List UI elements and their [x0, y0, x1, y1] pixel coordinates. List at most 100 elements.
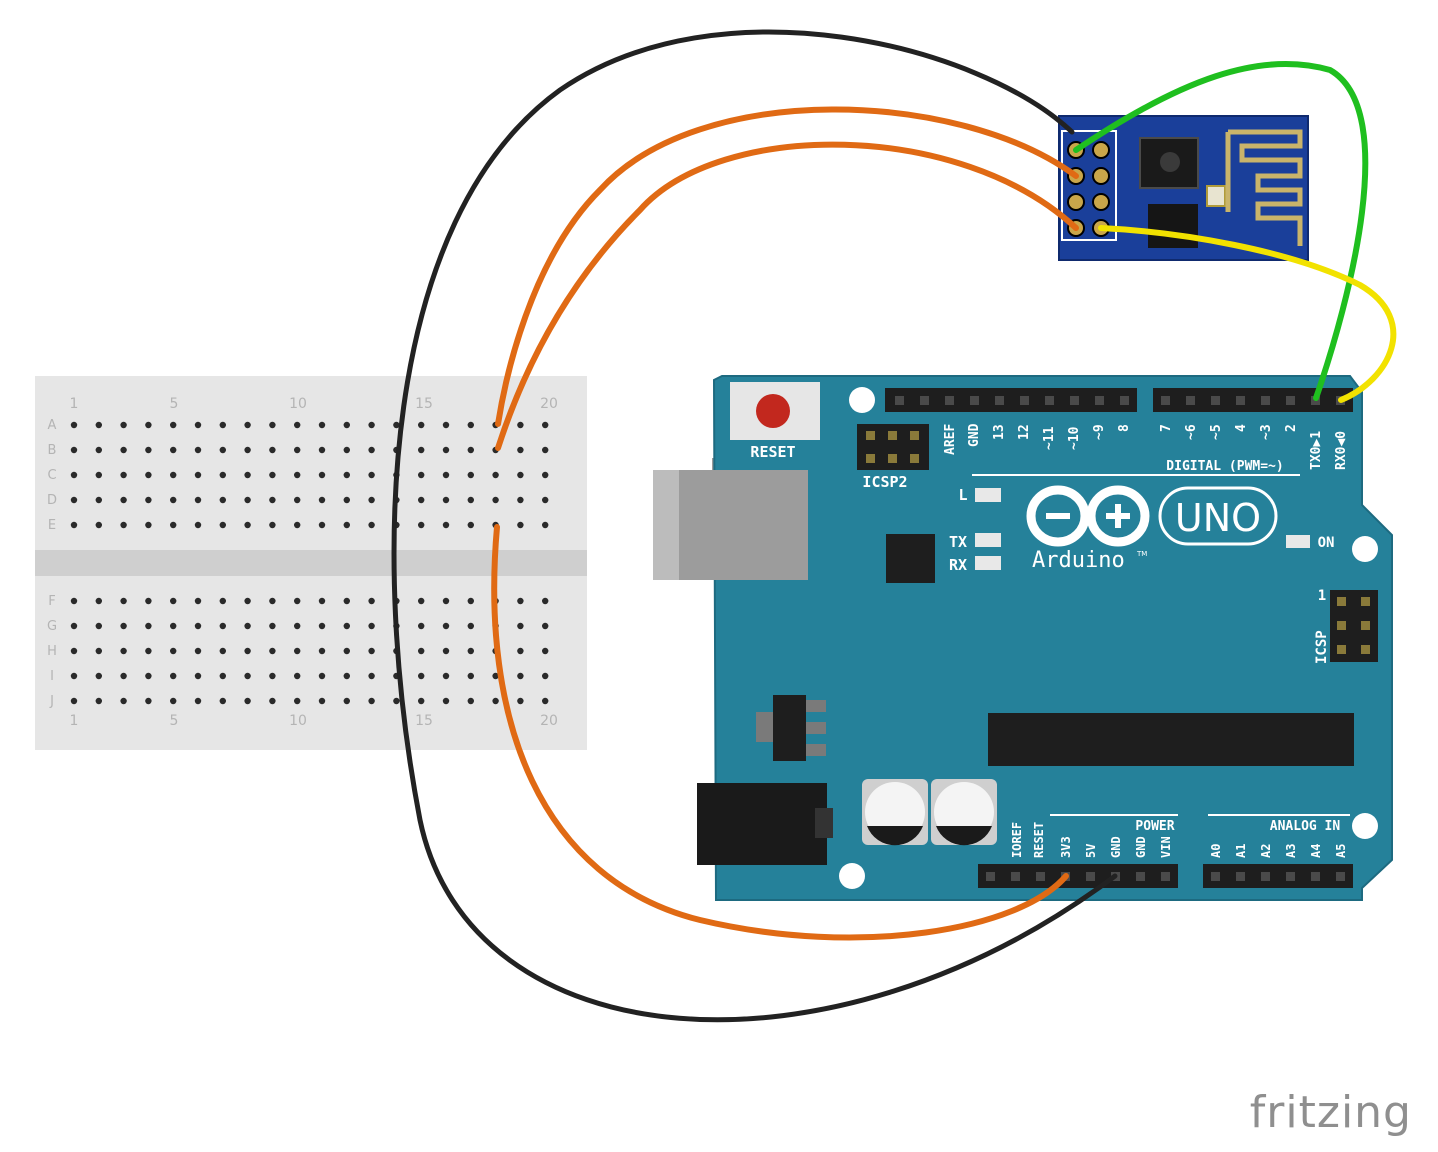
pin-label-a2: A2 [1259, 844, 1273, 858]
breadboard-hole [418, 622, 425, 630]
pin-label-5v: 5V [1084, 844, 1098, 858]
header-pin [1045, 396, 1054, 405]
header-pin [895, 396, 904, 405]
breadboard-hole [343, 672, 350, 680]
pin-label-vin: VIN [1159, 836, 1173, 858]
breadboard-hole [542, 421, 549, 429]
mounting-hole [839, 863, 865, 889]
breadboard-hole [318, 597, 326, 605]
breadboard-row-label: A [48, 418, 57, 433]
wire-orange-vcc [495, 106, 1079, 427]
breadboard-hole [95, 622, 103, 630]
breadboard-hole [467, 421, 474, 429]
breadboard-hole [120, 446, 127, 454]
breadboard-hole [145, 697, 152, 705]
breadboard-hole [294, 697, 301, 705]
breadboard-hole [343, 647, 350, 655]
breadboard-hole [70, 496, 78, 504]
mounting-hole [1352, 813, 1378, 839]
breadboard-hole [269, 446, 276, 454]
breadboard-hole [467, 622, 474, 630]
wire-green-tx [1073, 61, 1369, 401]
breadboard-hole [95, 471, 103, 479]
breadboard-row-label: C [47, 468, 56, 483]
breadboard-hole [194, 521, 202, 529]
breadboard-hole [170, 496, 177, 504]
breadboard-hole [442, 597, 450, 605]
breadboard-hole [418, 697, 425, 705]
breadboard-hole [517, 672, 524, 680]
breadboard-hole [368, 597, 375, 605]
header-pin [1336, 872, 1345, 881]
breadboard-hole [145, 471, 152, 479]
breadboard-hole [145, 647, 152, 655]
breadboard-hole [244, 471, 251, 479]
breadboard-hole [294, 672, 301, 680]
led-rx-label: RX [949, 556, 967, 574]
header-pin [1261, 872, 1270, 881]
breadboard-hole [542, 697, 549, 705]
breadboard-hole [269, 697, 276, 705]
breadboard-hole [418, 521, 425, 529]
header-pin [1036, 872, 1045, 881]
breadboard-hole [70, 421, 78, 429]
reset-label: RESET [750, 443, 795, 461]
pin-label-10: ~10 [1067, 426, 1082, 450]
breadboard-hole [194, 647, 202, 655]
breadboard-hole [219, 446, 226, 454]
breadboard-hole [368, 496, 375, 504]
header-pin [1186, 396, 1195, 405]
breadboard-hole [542, 647, 549, 655]
breadboard-hole [467, 597, 474, 605]
breadboard-hole [269, 496, 276, 504]
breadboard-hole [244, 496, 251, 504]
breadboard-hole [170, 672, 177, 680]
breadboard-hole [170, 421, 177, 429]
breadboard-hole [95, 521, 103, 529]
breadboard-row-label: E [48, 518, 56, 533]
header-pin [1286, 872, 1295, 881]
breadboard-hole [294, 446, 301, 454]
breadboard-hole [294, 622, 301, 630]
breadboard-hole [492, 697, 499, 705]
reset-button-cap[interactable] [756, 394, 790, 428]
breadboard-hole [120, 597, 127, 605]
breadboard-hole [368, 446, 375, 454]
icsp-label: ICSP [1314, 630, 1330, 664]
breadboard-hole [120, 496, 127, 504]
header-pin [1095, 396, 1104, 405]
breadboard-hole [418, 597, 425, 605]
breadboard-hole [442, 697, 450, 705]
breadboard-hole [170, 521, 177, 529]
breadboard-hole [219, 647, 226, 655]
breadboard-hole [442, 446, 450, 454]
breadboard-hole [318, 471, 326, 479]
breadboard-hole [393, 697, 400, 705]
breadboard-hole [517, 421, 524, 429]
breadboard-hole [145, 622, 152, 630]
breadboard-hole [368, 697, 375, 705]
pin-label-a1: A1 [1234, 844, 1248, 858]
breadboard-hole [194, 421, 202, 429]
breadboard-hole [194, 622, 202, 630]
breadboard-hole [517, 496, 524, 504]
breadboard-holes [70, 421, 549, 705]
header-pin [1261, 396, 1270, 405]
breadboard-hole [542, 672, 549, 680]
pin-label-9: ~9 [1092, 424, 1107, 440]
on-label: ON [1318, 535, 1335, 551]
breadboard-hole [343, 697, 350, 705]
breadboard-hole [517, 597, 524, 605]
breadboard-hole [517, 647, 524, 655]
breadboard-hole [418, 446, 425, 454]
breadboard-hole [244, 521, 251, 529]
atmega-chip [988, 713, 1354, 766]
breadboard-hole [418, 496, 425, 504]
header-pin [1236, 396, 1245, 405]
breadboard-hole [244, 622, 251, 630]
pin-label-a0: A0 [1209, 844, 1223, 858]
breadboard-hole [219, 697, 226, 705]
header-pin [920, 396, 929, 405]
dc-power-jack [697, 783, 827, 865]
